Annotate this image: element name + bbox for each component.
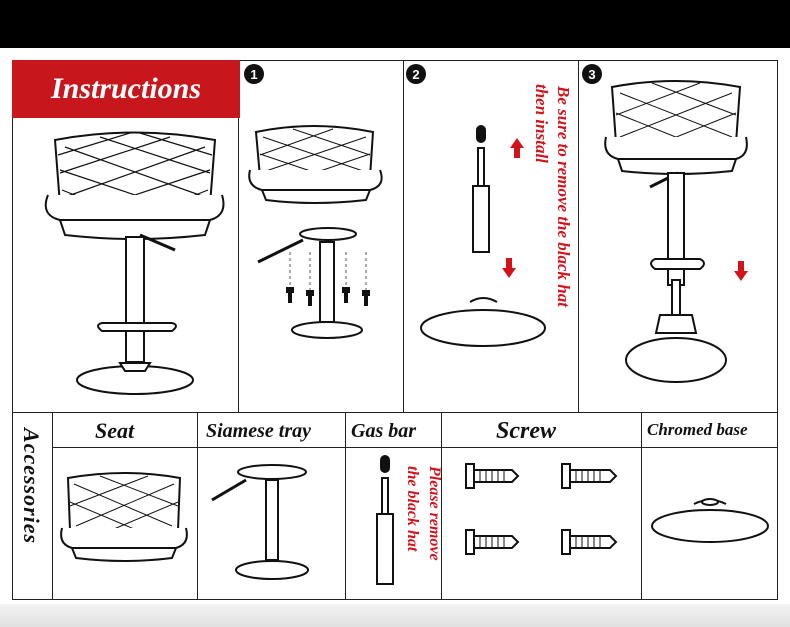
instructions-banner: Instructions [12,60,240,118]
gas-lift-icon [376,455,394,585]
divider [197,412,198,600]
divider [403,60,404,412]
arrow-down-icon [734,261,748,281]
remove-hat-note: Be sure to remove the black hat [554,86,573,307]
arrow-down-icon [502,258,516,278]
divider [641,412,642,600]
screw-icon [465,463,618,555]
top-black-bar [0,0,790,48]
siamese-tray-icon [211,464,309,580]
bar-stool-icon [604,80,748,383]
please-remove-note: Please remove [426,466,443,561]
then-install-note: then install [532,84,551,163]
divider [345,412,346,600]
tray-label: Siamese tray [206,420,311,442]
step-3-badge: 3 [582,64,602,84]
screw-label: Screw [496,418,556,444]
arrow-up-icon [510,138,524,158]
divider [52,447,778,448]
divider [52,412,53,600]
instruction-frame [12,60,778,600]
bar-stool-icon [248,125,383,339]
divider [238,60,239,412]
accessories-heading: Accessories [19,428,44,545]
gas-bar-label: Gas bar [351,420,417,442]
gas-lift-icon [420,125,546,347]
bar-stool-icon [44,131,225,395]
divider [578,60,579,412]
step-2-badge: 2 [406,64,426,84]
seat-label: Seat [95,418,135,443]
step-1-badge: 1 [244,64,264,84]
black-hat-note: the black hat [404,466,421,552]
bottom-shadow [0,604,790,627]
chromed-base-label: Chromed base [647,420,748,439]
divider [441,412,442,600]
divider [12,412,778,413]
seat-icon [60,472,188,562]
chromed-base-icon [651,498,769,543]
